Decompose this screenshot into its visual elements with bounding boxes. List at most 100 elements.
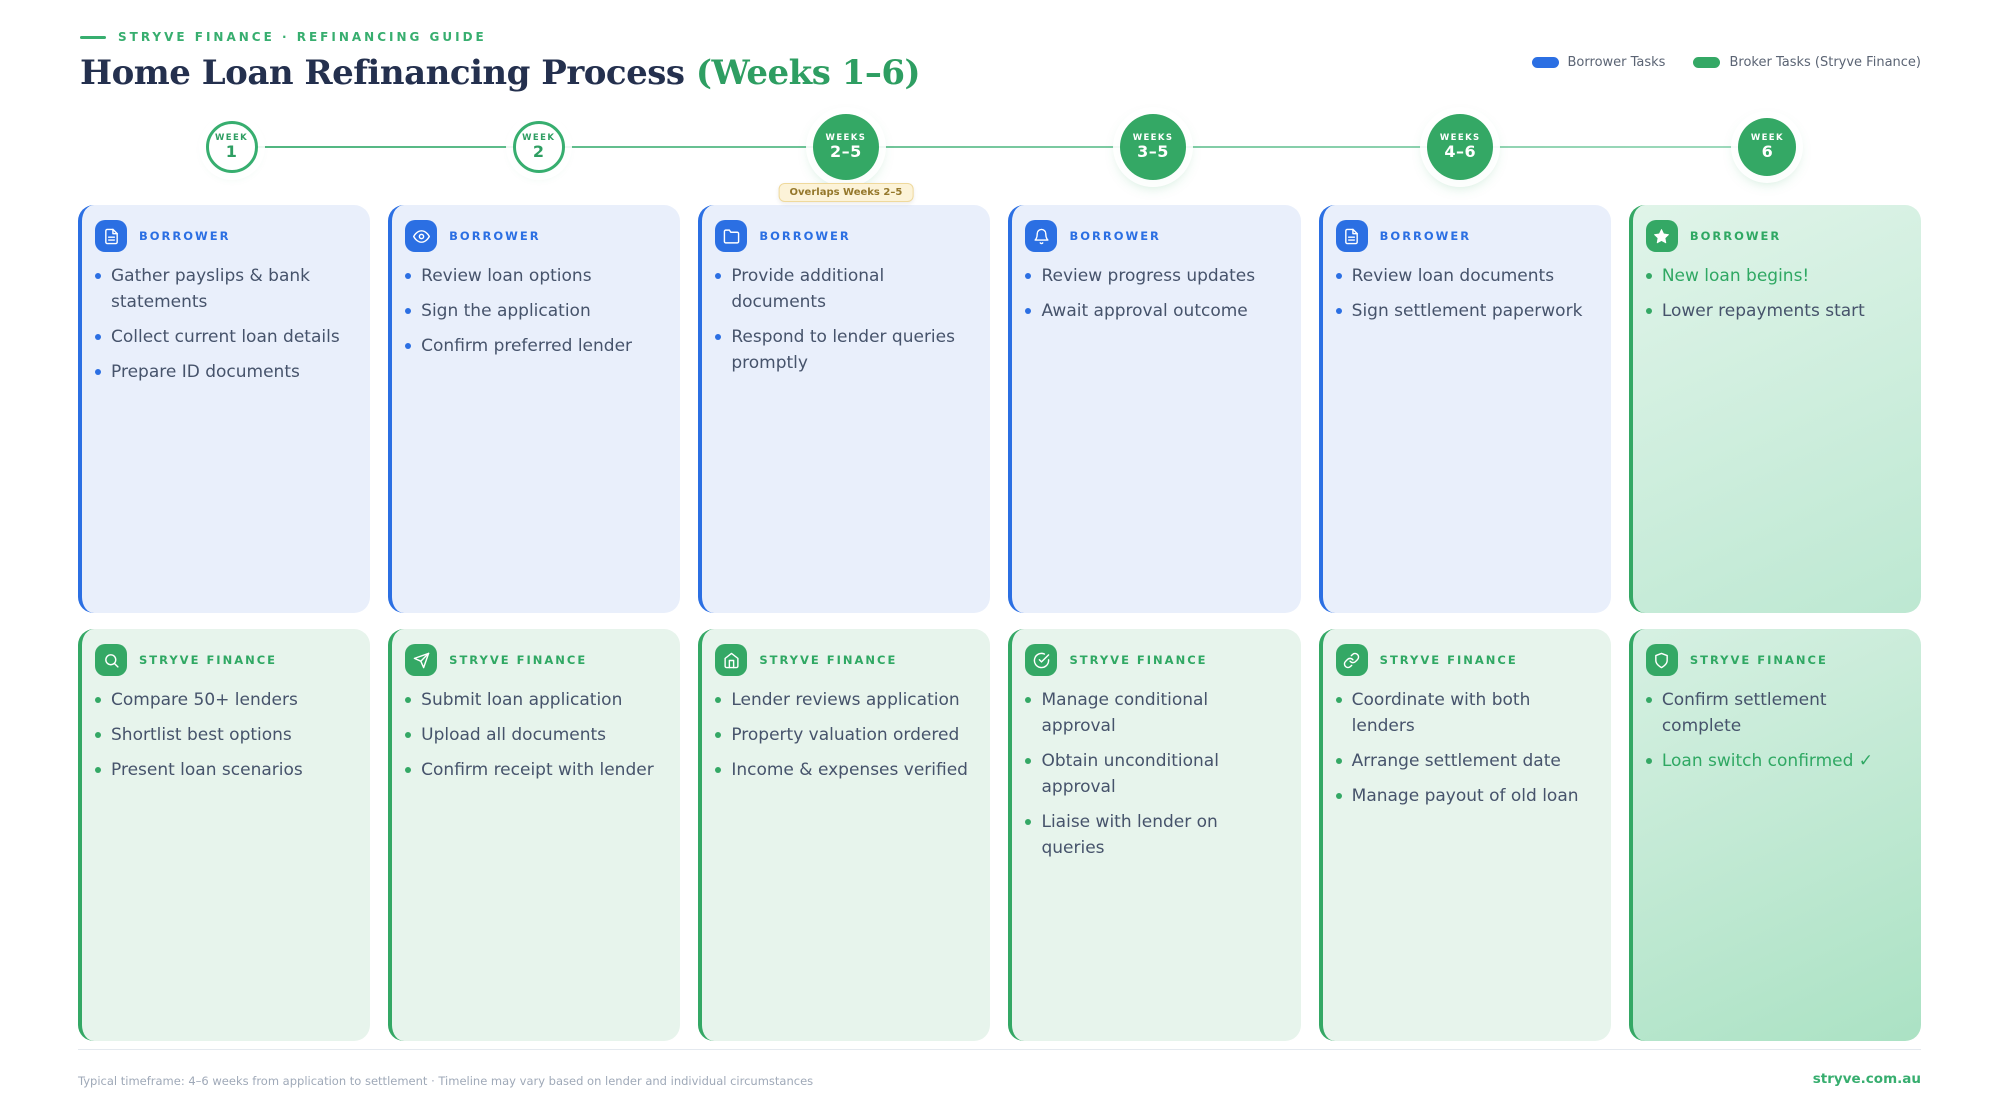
task-list-item: Submit loan application — [405, 687, 664, 713]
card-header: BORROWER — [405, 220, 664, 252]
task-list: Review progress updates Await approval o… — [1025, 263, 1284, 324]
link-icon — [1335, 644, 1368, 676]
bell-icon — [1025, 220, 1058, 252]
task-text: Confirm receipt with lender — [421, 760, 654, 780]
card-role-label: STRYVE FINANCE — [759, 653, 898, 667]
shield-icon — [1645, 644, 1678, 676]
task-list-item: Review progress updates — [1025, 263, 1284, 289]
task-list-item: Collect current loan details — [95, 324, 354, 350]
bullet-dot — [1335, 273, 1342, 279]
card-header: BORROWER — [1025, 220, 1284, 252]
bullet-dot — [405, 697, 412, 703]
card-role-label: BORROWER — [1689, 229, 1782, 243]
check-circle-icon — [1025, 644, 1058, 676]
card-header: STRYVE FINANCE — [95, 644, 354, 676]
task-list: Manage conditional approval Obtain uncon… — [1025, 687, 1284, 861]
week-node-caption: WEEKS — [825, 132, 867, 143]
bullet-dot — [1645, 308, 1652, 314]
bullet-dot — [95, 697, 101, 703]
bullet-dot — [405, 343, 412, 349]
bullet-dot — [1025, 308, 1032, 314]
bullet-dot — [1335, 697, 1342, 703]
week-node-value: 6 — [1761, 141, 1774, 161]
task-text: Loan switch confirmed ✓ — [1661, 751, 1874, 771]
week-node: WEEKS 3–5 — [1120, 114, 1187, 180]
task-list-item: Prepare ID documents — [95, 359, 354, 385]
timeline-node-cell: WEEK 6 — [1614, 108, 1921, 186]
bullet-dot — [1645, 273, 1652, 279]
bullet-dot — [1025, 273, 1032, 279]
card-header: BORROWER — [715, 220, 974, 252]
task-list: New loan begins! Lower repayments start — [1645, 263, 1905, 324]
task-text: Prepare ID documents — [111, 362, 300, 382]
card-role-label: BORROWER — [1379, 229, 1472, 243]
card-header: STRYVE FINANCE — [1335, 644, 1595, 676]
bullet-dot — [715, 732, 722, 738]
bullet-dot — [405, 732, 412, 738]
task-list-item: Manage payout of old loan — [1335, 783, 1595, 809]
task-text: Upload all documents — [421, 725, 607, 745]
task-text: Shortlist best options — [111, 725, 292, 745]
task-list-item: Gather payslips & bank statements — [95, 263, 354, 315]
card-role-label: STRYVE FINANCE — [1689, 653, 1828, 667]
card-header: STRYVE FINANCE — [715, 644, 974, 676]
document-icon — [95, 220, 127, 252]
task-card-stryve-col1: STRYVE FINANCE Compare 50+ lenders Short… — [78, 629, 371, 1041]
task-list-item: Obtain unconditional approval — [1025, 748, 1284, 800]
card-header: STRYVE FINANCE — [405, 644, 664, 676]
card-role-label: BORROWER — [449, 229, 541, 243]
week-node: WEEKS 4–6 — [1427, 114, 1494, 180]
legend-item: Broker Tasks (Stryve Finance) — [1693, 55, 1921, 70]
bullet-dot — [1645, 697, 1652, 703]
card-header: STRYVE FINANCE — [1025, 644, 1284, 676]
page-title-main: Home Loan Refinancing Process — [80, 53, 685, 93]
task-list-item: Confirm preferred lender — [405, 333, 664, 359]
task-list-item: Upload all documents — [405, 722, 664, 748]
card-role-label: BORROWER — [1069, 229, 1161, 243]
task-list: Coordinate with both lenders Arrange set… — [1335, 687, 1595, 809]
task-text: Await approval outcome — [1041, 301, 1248, 321]
week-node: WEEK 1 — [205, 121, 258, 173]
footer-site-link[interactable]: stryve.com.au — [1812, 1071, 1921, 1087]
star-icon — [1645, 220, 1678, 252]
task-list: Submit loan application Upload all docum… — [405, 687, 664, 783]
task-card-borrower-col4: BORROWER Review progress updates Await a… — [1008, 205, 1301, 613]
legend-item: Borrower Tasks — [1531, 55, 1665, 70]
card-role-label: STRYVE FINANCE — [449, 653, 588, 667]
timeline-nodes: WEEK 1 WEEK 2 WEEKS 2–5 Overlaps Weeks 2… — [78, 108, 1921, 202]
task-text: Liaise with lender on queries — [1041, 812, 1218, 858]
timeline-node-cell: WEEKS 3–5 — [999, 108, 1306, 186]
home-icon — [715, 644, 748, 676]
bullet-dot — [95, 732, 101, 738]
bullet-dot — [95, 767, 101, 773]
bullet-dot — [1335, 758, 1342, 764]
task-list-item: New loan begins! — [1645, 263, 1905, 289]
document-icon — [1335, 220, 1368, 252]
bullet-dot — [95, 369, 101, 375]
week-node-value: 2 — [532, 141, 545, 161]
task-list-item: Income & expenses verified — [715, 757, 974, 783]
task-text: Review progress updates — [1041, 266, 1256, 286]
task-card-stryve-col3: STRYVE FINANCE Lender reviews applicatio… — [698, 629, 991, 1041]
week-node-caption: WEEK — [1750, 132, 1784, 143]
bullet-dot — [1645, 758, 1652, 764]
task-text: Lower repayments start — [1661, 301, 1865, 321]
bullet-dot — [95, 273, 101, 279]
task-text: Income & expenses verified — [731, 760, 968, 780]
task-card-stryve-col4: STRYVE FINANCE Manage conditional approv… — [1008, 629, 1301, 1041]
bullet-dot — [1025, 697, 1032, 703]
task-list: Compare 50+ lenders Shortlist best optio… — [95, 687, 354, 783]
legend-color-pill — [1693, 57, 1721, 68]
footer-note: Typical timeframe: 4–6 weeks from applic… — [78, 1074, 814, 1088]
eyebrow-label: STRYVE FINANCE · REFINANCING GUIDE — [118, 30, 487, 44]
week-node-caption: WEEKS — [1132, 132, 1174, 143]
task-list-item: Arrange settlement date — [1335, 748, 1595, 774]
bullet-dot — [1025, 758, 1032, 764]
legend: Borrower Tasks Broker Tasks (Stryve Fina… — [1531, 55, 1921, 70]
task-text: Compare 50+ lenders — [111, 690, 298, 710]
timeline-node-cell: WEEKS 4–6 — [1307, 108, 1614, 186]
task-text: New loan begins! — [1661, 266, 1810, 286]
task-list-item: Respond to lender queries promptly — [715, 324, 974, 376]
task-text: Obtain unconditional approval — [1041, 751, 1219, 797]
legend-label: Broker Tasks (Stryve Finance) — [1729, 55, 1921, 70]
